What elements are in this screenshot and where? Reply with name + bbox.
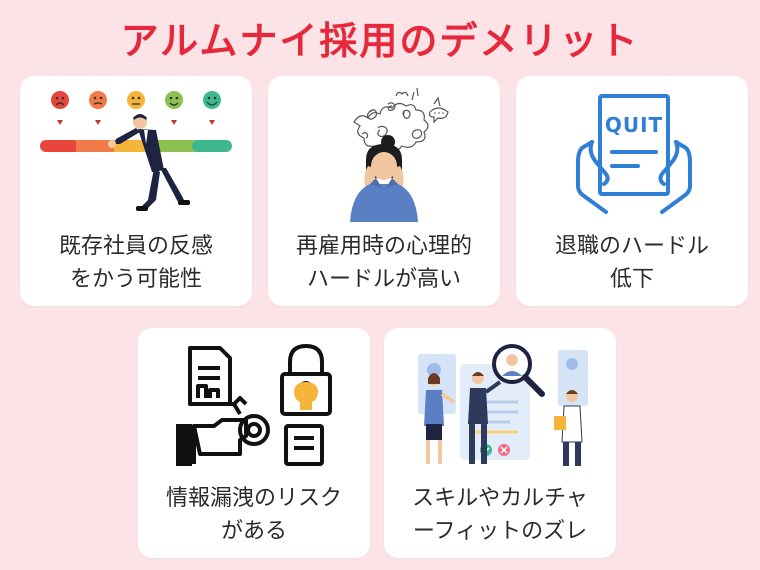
woman-holding-head	[350, 135, 418, 222]
card-label: 退職のハードル 低下	[554, 234, 709, 292]
card-psychological-hurdle: 再雇用時の心理的 ハードルが高い	[268, 76, 500, 306]
card-label: 再雇用時の心理的 ハードルが高い	[295, 234, 472, 292]
man-right	[554, 390, 583, 466]
quit-letter-icon: QUIT	[532, 82, 732, 222]
card-employee-backlash: 既存社員の反感 をかう可能性	[20, 76, 252, 306]
man-center	[468, 372, 502, 464]
card-label: 情報漏洩のリスク がある	[165, 486, 342, 544]
data-leak-lock-icon	[154, 334, 354, 474]
card-label: スキルやカルチャ ーフィットのズレ	[412, 486, 588, 544]
card-data-leak-risk: 情報漏洩のリスク がある	[138, 328, 370, 558]
emoji-faces	[51, 91, 221, 109]
quit-text: QUIT	[605, 113, 663, 137]
stressed-woman-illustration	[284, 82, 484, 222]
woman-with-tablet	[424, 373, 456, 464]
businessman-pushing-figure	[108, 114, 190, 211]
page-title: アルムナイ採用のデメリット	[120, 19, 640, 63]
card-skill-culture-mismatch: スキルやカルチャ ーフィットのズレ	[384, 328, 616, 558]
card-resignation-hurdle: QUIT 退職のハードル 低下	[516, 76, 748, 306]
feedback-scale-illustration	[36, 82, 236, 222]
scribble-cloud	[353, 87, 449, 152]
recruitment-search-illustration	[400, 334, 600, 474]
card-label: 既存社員の反感 をかう可能性	[58, 234, 213, 292]
